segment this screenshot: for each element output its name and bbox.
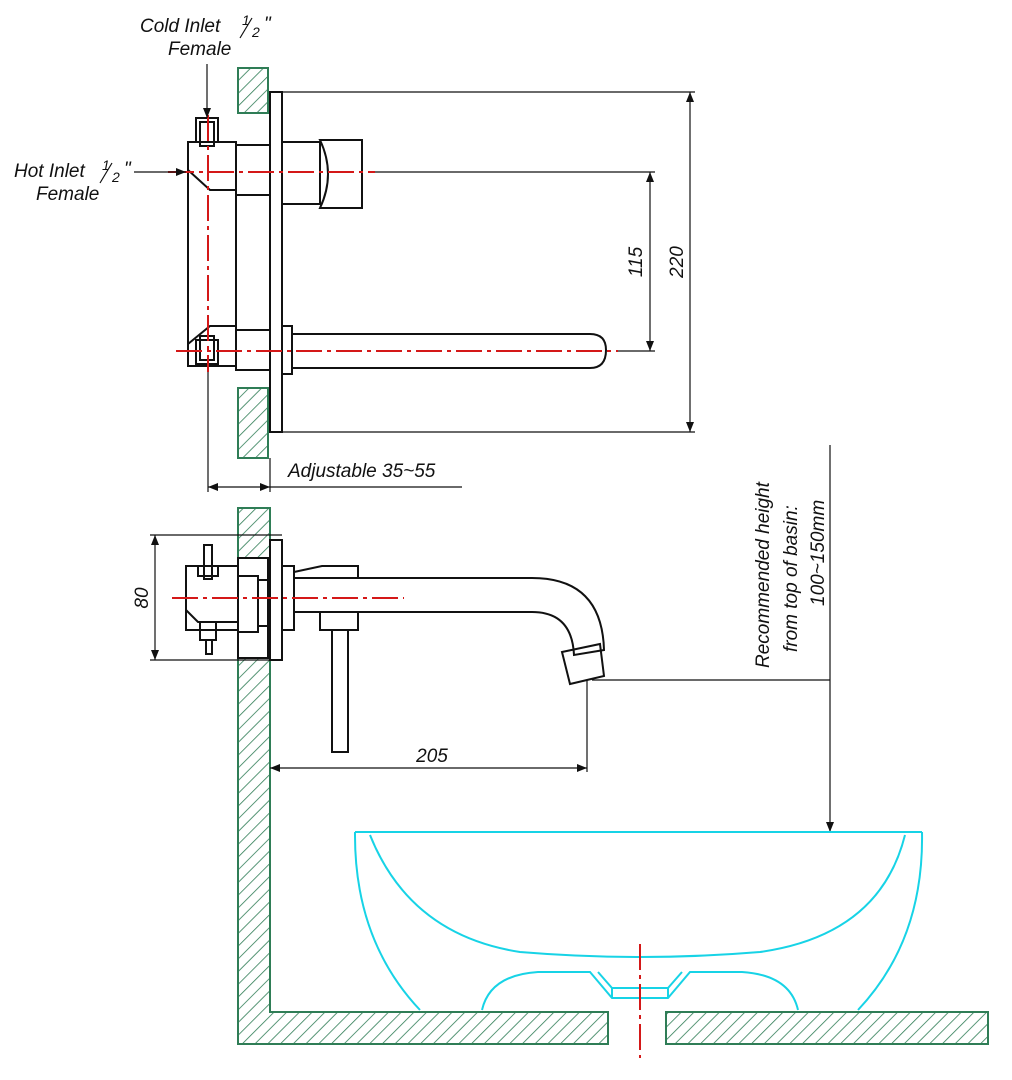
dimension-220: 220 (667, 246, 688, 279)
hot-inlet-female: Female (36, 184, 99, 205)
basin (353, 831, 924, 1058)
cold-inlet-female: Female (168, 39, 231, 60)
hot-inlet-label: Hot Inlet (14, 161, 85, 182)
recommended-height-line3: 100~150mm (808, 500, 829, 606)
hot-inch-mark: " (124, 159, 132, 180)
wall-section-bottom (237, 387, 269, 459)
adjustable-label: Adjustable 35~55 (287, 461, 436, 482)
valve-body (187, 117, 271, 371)
hot-fraction-den: 2 (111, 169, 120, 185)
dimension-115: 115 (626, 246, 647, 277)
aerator (560, 642, 606, 686)
cold-fraction-num: 1 (242, 12, 250, 28)
cold-fraction-den: 2 (251, 24, 260, 40)
side-cover-plate (269, 539, 283, 661)
hot-fraction-num: 1 (102, 157, 110, 173)
cold-inch-mark: " (264, 14, 272, 35)
side-valve-body (185, 544, 271, 655)
dimension-80: 80 (132, 587, 153, 609)
recommended-height-line1: Recommended height (753, 481, 774, 668)
spout-side-view (293, 577, 606, 657)
floor-right (665, 1011, 989, 1045)
cold-inlet-label: Cold Inlet (140, 16, 221, 37)
front-view: 115 220 Adjustable 35~55 Cold Inlet 1 2 … (14, 12, 695, 492)
dimension-205: 205 (415, 746, 448, 767)
wall-section-top (237, 67, 269, 114)
recommended-height-line2: from top of basin: (781, 505, 802, 652)
handle (281, 139, 363, 209)
wall-and-floor (237, 507, 609, 1045)
side-view: 80 205 Recommended height from top of ba… (132, 445, 989, 1058)
cover-plate (269, 91, 283, 433)
